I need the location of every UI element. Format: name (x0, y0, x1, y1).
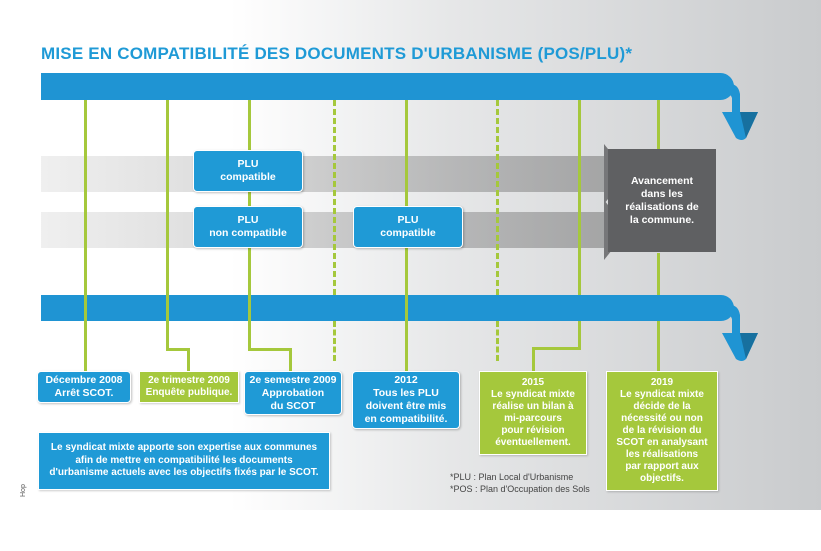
box-line: PLU (237, 214, 259, 226)
milestone-connector (187, 348, 190, 374)
dashed-line (333, 100, 336, 295)
milestone-text: SCOT en analysant (616, 437, 708, 448)
box-line: compatible (220, 171, 276, 183)
milestone-connector (289, 348, 292, 374)
milestone-date: Décembre 2008 (45, 374, 123, 386)
row2-arrow-track (41, 212, 606, 248)
row1-arrow-track (41, 156, 606, 192)
milestone-text: éventuellement. (495, 437, 571, 448)
milestone-text: décide de la (633, 401, 691, 412)
milestone-text: de la révision du (622, 425, 702, 436)
info-line: d'urbanisme actuels avec les objectifs f… (49, 467, 319, 479)
milestone-text: nécessité ou non (621, 413, 703, 424)
milestone-text: Arrêt SCOT. (54, 387, 114, 399)
plu-compatible-2012-box: PLU compatible (353, 206, 463, 248)
milestone-line-2015 (578, 321, 581, 349)
milestone-s2-2009: 2e semestre 2009 Approbation du SCOT (244, 371, 342, 415)
milestone-text: réalise un bilan à (492, 401, 574, 412)
milestone-text: pour révision (501, 425, 565, 436)
milestone-date: 2019 (650, 377, 674, 388)
top-timeline-band (41, 73, 734, 100)
milestone-connector (532, 347, 535, 374)
background-bottom (0, 510, 821, 551)
dashed-line (496, 321, 499, 361)
milestone-text: Le syndicat mixte (620, 389, 704, 400)
milestone-date: 2e trimestre 2009 (148, 375, 230, 386)
top-band-arrow-icon (722, 83, 758, 140)
milestone-line-2019 (657, 321, 660, 374)
plu-non-compatible-box: PLU non compatible (193, 206, 303, 248)
box-line: PLU (397, 214, 419, 226)
milestone-line-2019 (657, 253, 660, 295)
milestone-line-t2-2009 (166, 100, 169, 350)
info-line: Le syndicat mixte apporte son expertise … (50, 442, 318, 454)
milestone-connector (248, 348, 292, 351)
footnote-plu: *PLU : Plan Local d'Urbanisme (450, 472, 574, 482)
credit-text: Hop (20, 484, 27, 497)
milestone-connector (166, 348, 190, 351)
milestone-text: du SCOT (270, 399, 316, 412)
bottom-timeline-band (41, 295, 734, 321)
bottom-band-arrow-icon (722, 304, 758, 361)
milestone-line-2015 (578, 100, 581, 295)
info-line: afin de mettre en compatibilité les docu… (75, 454, 293, 466)
plu-compatible-box: PLU compatible (193, 150, 303, 192)
milestone-text: en compatibilité. (364, 413, 448, 425)
box-line: non compatible (209, 227, 287, 239)
milestone-text: les réalisations (625, 449, 699, 460)
milestone-text: doivent être mis (365, 400, 447, 412)
milestone-connector (532, 347, 581, 350)
milestone-2008: Décembre 2008 Arrêt SCOT. (37, 371, 131, 403)
milestone-2019: 2019 Le syndicat mixte décide de la néce… (606, 371, 718, 491)
footnote-pos: *POS : Plan d'Occupation des Sols (450, 484, 590, 494)
box-line: réalisations de (625, 200, 699, 213)
box-line: compatible (380, 227, 436, 239)
milestone-t2-2009: 2e trimestre 2009 Enquête publique. (139, 371, 239, 403)
dashed-line (333, 321, 336, 361)
milestone-2015: 2015 Le syndicat mixte réalise un bilan … (479, 371, 587, 455)
milestone-text: Approbation (261, 386, 325, 399)
milestone-line-2019 (657, 100, 660, 149)
footnotes: *PLU : Plan Local d'Urbanisme *POS : Pla… (450, 471, 590, 495)
page-title: MISE EN COMPATIBILITÉ DES DOCUMENTS D'UR… (41, 44, 633, 63)
box-line: la commune. (629, 213, 695, 226)
milestone-line-2008 (84, 100, 87, 374)
milestone-date: 2e semestre 2009 (249, 373, 337, 386)
milestone-date: 2012 (394, 374, 418, 386)
box-line: PLU (237, 158, 259, 170)
info-box: Le syndicat mixte apporte son expertise … (38, 432, 330, 490)
box-line: dans les (640, 187, 684, 200)
box-line: Avancement (630, 174, 694, 187)
milestone-text: objectifs. (640, 473, 684, 484)
milestone-date: 2015 (521, 377, 545, 388)
milestone-2012: 2012 Tous les PLU doivent être mis en co… (352, 371, 460, 429)
milestone-text: mi-parcours (504, 413, 562, 424)
milestone-text: par rapport aux (625, 461, 699, 472)
avancement-box: Avancement dans les réalisations de la c… (608, 149, 716, 252)
milestone-text: Tous les PLU (373, 387, 439, 399)
milestone-text: Le syndicat mixte (491, 389, 575, 400)
milestone-text: Enquête publique. (145, 387, 233, 398)
dashed-line (496, 100, 499, 295)
